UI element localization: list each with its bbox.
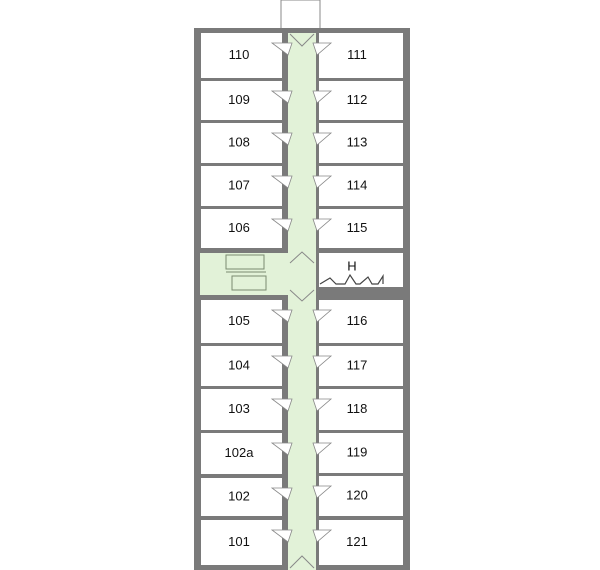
door-icon: [289, 289, 315, 302]
room-101: [201, 520, 282, 565]
room-label: 113: [347, 134, 368, 149]
door-icon: [289, 33, 315, 47]
door-icon: [270, 42, 293, 56]
room-109: [201, 81, 282, 120]
room-108: [201, 123, 282, 163]
door-icon: [270, 90, 293, 104]
door-icon: [289, 251, 315, 264]
room-102: [201, 478, 282, 516]
rooms: 110 109 108 107 106 105 104 103 102a 102 101 111 112…: [201, 33, 410, 565]
door-icon: [312, 398, 333, 412]
room-label: 106: [228, 220, 250, 235]
room-label: 121: [346, 534, 368, 549]
room-label-H: H: [347, 258, 356, 273]
room-label: 118: [347, 401, 368, 416]
door-icon: [270, 175, 293, 189]
door-icon: [312, 218, 333, 232]
stair-hall: [200, 253, 288, 295]
wall: [316, 287, 410, 292]
room-label: 117: [347, 357, 368, 372]
room-103: [201, 389, 282, 430]
room-118: [319, 389, 403, 430]
room-label: 115: [347, 220, 368, 235]
room-119: [319, 433, 403, 473]
room-106: [201, 209, 282, 248]
room-label: 119: [347, 444, 368, 459]
room-label: 110: [229, 47, 250, 62]
room-104: [201, 346, 282, 386]
room-label: 114: [347, 177, 368, 192]
room-label: 120: [346, 487, 368, 502]
room-117: [319, 346, 403, 386]
door-icon: [270, 487, 293, 501]
room-label: 105: [228, 313, 250, 328]
room-label: 109: [228, 92, 250, 107]
room-102a: [201, 433, 282, 474]
room-112: [319, 81, 403, 120]
room-label: 101: [228, 534, 250, 549]
door-icon: [312, 485, 333, 499]
room-113: [319, 123, 403, 163]
staircase: [225, 254, 267, 291]
door-icon: [270, 309, 293, 323]
room-116: [319, 300, 403, 343]
door-icon: [270, 442, 293, 456]
room-111: [319, 33, 403, 78]
room-120: [319, 476, 403, 516]
room-105: [201, 300, 282, 343]
room-label: 107: [228, 177, 250, 192]
door-icon: [312, 132, 333, 146]
room-115: [319, 209, 403, 248]
room-label: 102a: [225, 445, 255, 460]
room-label: 102: [228, 488, 250, 503]
room-label: 104: [228, 357, 250, 372]
room-114: [319, 166, 403, 206]
door-icon: [312, 42, 333, 56]
room-label: 108: [228, 134, 250, 149]
door-icon: [270, 355, 293, 369]
room-label: 112: [347, 92, 368, 107]
door-icon: [270, 132, 293, 146]
room-label: 111: [347, 47, 367, 62]
door-icon: [312, 175, 333, 189]
door-icon: [312, 442, 333, 456]
entrance-vestibule: [280, 0, 321, 31]
room-107: [201, 166, 282, 206]
door-icon: [289, 555, 315, 569]
room-121: [319, 520, 403, 565]
stall-partitions: [319, 273, 384, 285]
door-icon: [270, 529, 293, 543]
door-icon: [270, 218, 293, 232]
doors: [270, 33, 333, 569]
room-110: [201, 33, 282, 78]
room-H: [319, 253, 403, 287]
door-icon: [270, 398, 293, 412]
room-label: 116: [347, 313, 368, 328]
door-icon: [312, 90, 333, 104]
door-icon: [312, 309, 333, 323]
room-label: 103: [228, 401, 250, 416]
door-icon: [312, 355, 333, 369]
door-icon: [312, 529, 333, 543]
